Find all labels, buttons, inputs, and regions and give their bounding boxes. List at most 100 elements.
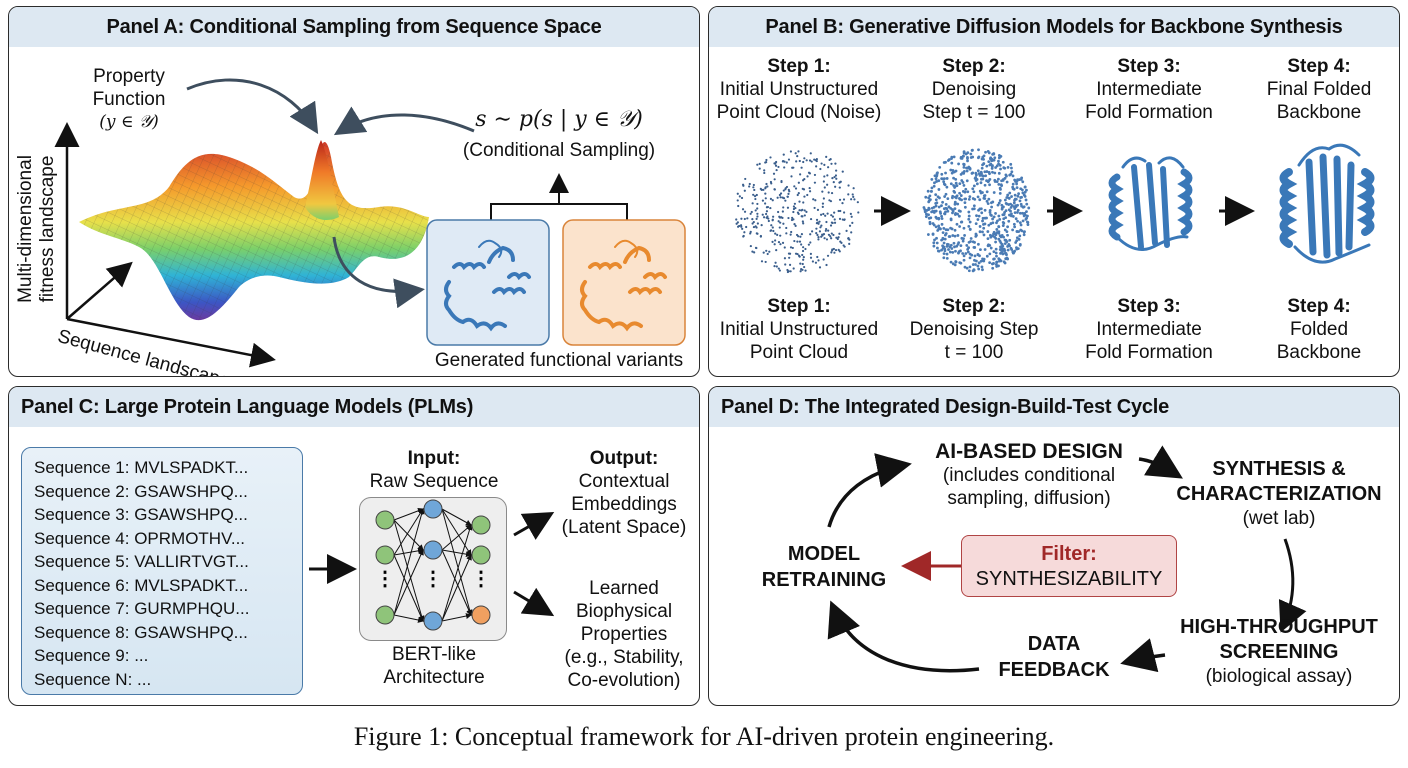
denoise-point — [995, 260, 999, 264]
noise-point — [814, 261, 818, 264]
denoise-point — [974, 171, 978, 175]
denoise-point — [985, 190, 989, 194]
ellipsis-icon: ⋮ — [375, 568, 395, 590]
sequence-row: Sequence 2: GSAWSHPQ... — [34, 481, 248, 501]
denoise-point — [974, 232, 978, 236]
denoise-point — [976, 218, 980, 221]
denoise-point — [960, 236, 964, 240]
node-ai-design: AI-BASED DESIGN (includes conditional sa… — [899, 439, 1159, 510]
denoise-point — [997, 159, 1000, 163]
noise-point — [820, 162, 823, 165]
noise-point — [756, 222, 759, 225]
denoise-point — [972, 268, 976, 272]
noise-point — [833, 218, 836, 221]
denoise-point — [999, 245, 1002, 249]
network-node — [423, 540, 443, 560]
noise-point — [829, 224, 833, 227]
noise-point — [783, 160, 786, 163]
noise-point — [838, 217, 842, 221]
noise-point — [736, 199, 739, 202]
denoise-point — [997, 225, 1001, 228]
denoise-point — [994, 251, 998, 255]
denoise-point — [1025, 188, 1028, 192]
noise-point — [751, 250, 754, 253]
denoise-point — [931, 222, 935, 225]
synthesis-title-line-2: CHARACTERIZATION — [1176, 483, 1382, 505]
denoise-point — [1008, 213, 1011, 217]
noise-point — [785, 185, 789, 189]
denoise-point — [945, 207, 949, 211]
denoise-point — [990, 201, 993, 205]
denoise-point — [980, 211, 984, 215]
denoise-point — [935, 236, 938, 240]
denoise-point — [969, 237, 973, 240]
noise-point — [741, 227, 744, 230]
denoise-point — [963, 234, 966, 237]
noise-point — [830, 221, 834, 224]
noise-point — [798, 240, 802, 243]
input-label-group: Input: Raw Sequence — [339, 447, 529, 493]
denoise-point — [953, 234, 957, 238]
denoise-point — [977, 242, 980, 246]
noise-point — [770, 229, 773, 232]
denoise-point — [1006, 245, 1010, 248]
denoise-point — [1019, 196, 1023, 199]
noise-point — [761, 213, 764, 216]
denoise-point — [945, 256, 949, 260]
noise-point — [834, 248, 838, 252]
denoise-point — [958, 191, 961, 195]
network-node — [375, 605, 395, 625]
denoise-point — [1013, 225, 1017, 229]
denoise-point — [932, 184, 936, 188]
denoise-point — [952, 241, 956, 245]
noise-point — [819, 167, 822, 171]
denoise-point — [1010, 248, 1014, 251]
noise-point — [776, 196, 779, 199]
denoise-point — [1008, 191, 1012, 195]
noise-point — [780, 179, 783, 183]
noise-point — [830, 191, 834, 195]
noise-point — [809, 217, 813, 221]
noise-point — [760, 224, 763, 227]
denoise-point — [940, 248, 943, 252]
noise-point — [810, 160, 813, 163]
denoise-point — [975, 214, 978, 218]
network-edge — [441, 549, 472, 558]
denoise-point — [953, 201, 957, 205]
bottom-step-4-title: Step 4: — [1287, 296, 1351, 317]
noise-point — [831, 248, 834, 251]
denoise-point — [967, 224, 971, 228]
noise-point — [829, 235, 832, 238]
noise-point — [786, 206, 790, 209]
noise-point — [789, 150, 793, 153]
noise-point — [823, 237, 826, 240]
denoise-point — [952, 155, 956, 159]
protein-structure-blue-icon — [444, 239, 531, 332]
ellipsis-icon: ⋮ — [471, 568, 491, 590]
noise-point — [796, 193, 799, 197]
denoise-point — [966, 159, 969, 163]
noise-point — [765, 212, 768, 216]
noise-point — [830, 232, 833, 235]
noise-point — [837, 209, 840, 213]
noise-point — [812, 198, 815, 201]
noise-point — [802, 222, 805, 225]
architecture-line-1: BERT-like — [391, 644, 477, 665]
denoise-point — [998, 191, 1002, 195]
noise-point — [750, 210, 753, 214]
noise-point — [799, 262, 802, 265]
denoise-point — [1006, 193, 1010, 197]
noise-point — [788, 263, 792, 266]
denoise-point — [968, 265, 972, 269]
noise-point — [781, 160, 784, 163]
panel-a-graphics — [54, 78, 686, 368]
denoise-point — [950, 157, 953, 160]
denoise-point — [1005, 180, 1009, 184]
denoise-point — [1012, 222, 1016, 226]
denoise-point — [945, 252, 949, 256]
arrow-screening-to-feedback — [1120, 638, 1166, 673]
denoise-point — [992, 215, 996, 219]
noise-point — [767, 219, 770, 223]
conditional-formula: s ∼ p(s | y ∈ 𝒴) — [475, 107, 643, 132]
denoise-point — [943, 212, 947, 216]
